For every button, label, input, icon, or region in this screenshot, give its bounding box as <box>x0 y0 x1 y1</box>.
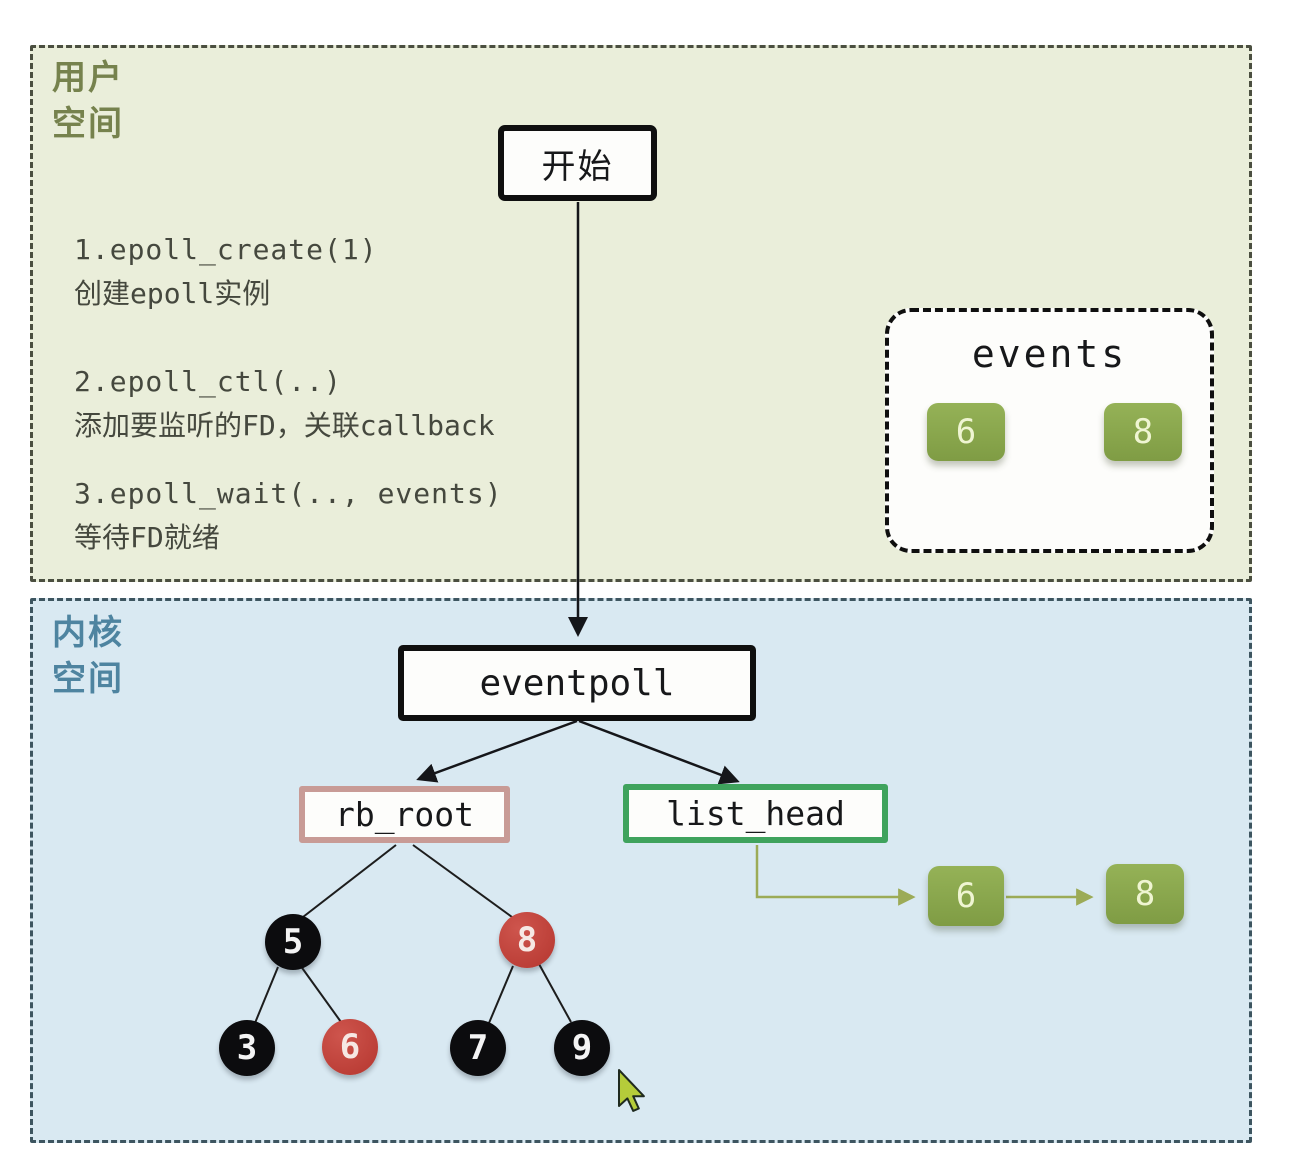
eventpoll-box: eventpoll <box>398 645 756 721</box>
step-epoll-wait: 3.epoll_wait(.., events) 等待FD就绪 <box>74 472 503 560</box>
rbtree-node-9: 9 <box>554 1020 610 1076</box>
rbtree-node-8: 8 <box>499 912 555 968</box>
events-fd-chip-8: 8 <box>1104 403 1182 461</box>
step-epoll-ctl: 2.epoll_ctl(..) 添加要监听的FD，关联callback <box>74 360 495 448</box>
list-head-label: list_head <box>666 794 845 833</box>
user-space-label: 用户 空间 <box>52 55 124 147</box>
step-epoll-create-code: 1.epoll_create(1) <box>74 233 378 266</box>
user-space-label-line1: 用户 <box>52 58 124 98</box>
rb-root-box: rb_root <box>299 786 510 843</box>
step-epoll-wait-code: 3.epoll_wait(.., events) <box>74 477 503 510</box>
events-box-title: events <box>971 332 1128 376</box>
ready-list-chip-8: 8 <box>1106 864 1184 924</box>
eventpoll-label: eventpoll <box>479 662 675 704</box>
step-epoll-ctl-desc: 添加要监听的FD，关联callback <box>74 409 495 442</box>
list-head-box: list_head <box>623 784 888 843</box>
ready-list-chip-6: 6 <box>928 866 1004 926</box>
kernel-space-label-line1: 内核 <box>52 613 124 653</box>
kernel-space-label-line2: 空间 <box>52 659 124 699</box>
user-space-label-line2: 空间 <box>52 104 124 144</box>
step-epoll-wait-desc: 等待FD就绪 <box>74 521 220 554</box>
kernel-space-label: 内核 空间 <box>52 610 124 702</box>
rb-root-label: rb_root <box>334 795 475 834</box>
rbtree-node-7: 7 <box>450 1020 506 1076</box>
step-epoll-ctl-code: 2.epoll_ctl(..) <box>74 365 342 398</box>
start-box: 开始 <box>498 125 657 201</box>
step-epoll-create-desc: 创建epoll实例 <box>74 277 271 310</box>
rbtree-node-3: 3 <box>219 1020 275 1076</box>
start-box-label: 开始 <box>541 146 614 187</box>
rbtree-node-5: 5 <box>265 914 321 970</box>
rbtree-node-6: 6 <box>322 1019 378 1075</box>
events-fd-chip-6: 6 <box>927 403 1005 461</box>
step-epoll-create: 1.epoll_create(1) 创建epoll实例 <box>74 228 378 316</box>
